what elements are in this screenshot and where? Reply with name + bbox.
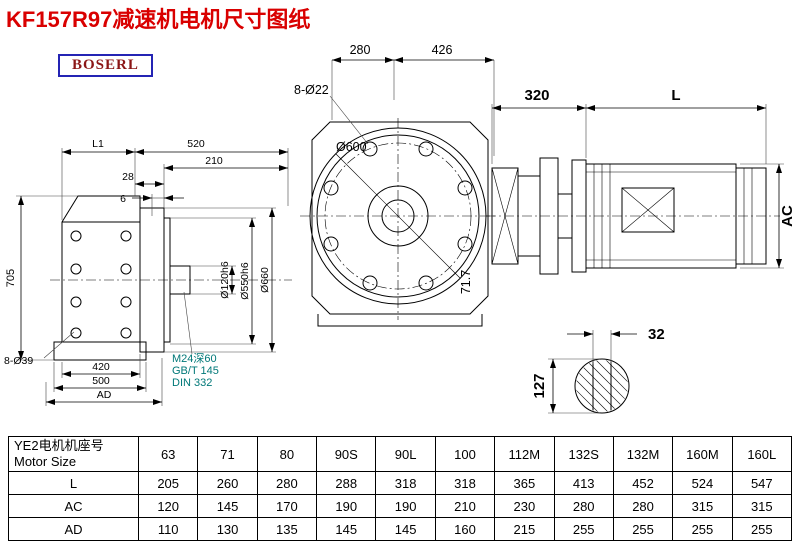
row-header-AD: AD [8,517,139,541]
dim-O120h6: Ø120h6 [219,261,231,299]
table-cell: 145 [197,494,258,518]
shaft-end-view: 32 127 [531,326,665,414]
table-cell: 215 [494,517,555,541]
table-cell: 315 [672,494,733,518]
col-header: 90L [375,436,436,472]
col-header: 100 [434,436,496,472]
table-cell: 130 [197,517,258,541]
brand-logo: BOSERL [58,54,153,77]
table-cell: 524 [672,471,733,495]
table-header-en: Motor Size [14,454,77,469]
table-cell: 255 [612,517,674,541]
dim-71-7: 71.7 [459,270,473,294]
table-row: AC 120 145 170 190 190 210 230 280 280 3… [8,494,793,518]
table-cell: 190 [375,494,436,518]
note-m24: M24深60 [172,352,217,365]
table-cell: 160 [434,517,496,541]
col-header: 80 [256,436,318,472]
table-cell: 190 [316,494,377,518]
table-cell: 280 [612,494,674,518]
table-cell: 365 [494,471,555,495]
table-cell: 452 [612,471,674,495]
note-gbt145: GB/T 145 [172,365,219,377]
table-cell: 255 [553,517,614,541]
col-header: 90S [316,436,377,472]
dim-320: 320 [524,87,549,104]
dim-520: 520 [187,138,205,150]
table-cell: 205 [137,471,199,495]
row-header-L: L [8,471,139,495]
dim-L1: L1 [92,138,104,150]
dim-210: 210 [205,155,223,167]
table-cell: 280 [553,494,614,518]
table-row: AD 110 130 135 145 145 160 215 255 255 2… [8,517,793,541]
col-header: 63 [137,436,199,472]
table-cell: 135 [256,517,318,541]
table-cell: 230 [494,494,555,518]
table-cell: 145 [375,517,436,541]
table-cell: 280 [256,471,318,495]
dim-AC: AC [779,205,796,227]
dim-420: 420 [92,361,110,373]
table-cell: 315 [731,494,793,518]
dim-500: 500 [92,375,110,387]
table-cell: 110 [137,517,199,541]
dim-705: 705 [5,269,17,287]
dim-280: 280 [350,43,371,57]
dim-32: 32 [648,326,665,343]
table-header-motor-size: YE2电机机座号 Motor Size [8,436,139,472]
dim-O660: Ø660 [259,267,271,293]
dim-8xO22: 8-Ø22 [294,83,329,97]
table-cell: 145 [316,517,377,541]
front-view: 280 426 8-Ø22 Ø600 71.7 [294,43,496,327]
table-cell: 547 [731,471,793,495]
table-cell: 260 [197,471,258,495]
table-cell: 318 [375,471,436,495]
table-row: L 205 260 280 288 318 318 365 413 452 52… [8,471,793,495]
col-header: 160L [731,436,793,472]
col-header: 160M [672,436,733,472]
row-header-AC: AC [8,494,139,518]
dim-L: L [671,87,680,104]
motor-size-table: YE2电机机座号 Motor Size 63 71 80 90S 90L 100… [8,436,793,541]
dim-AD: AD [97,389,112,401]
table-cell: 210 [434,494,496,518]
dim-28: 28 [122,171,134,183]
table-header-cn: YE2电机机座号 [14,438,104,453]
note-din332: DIN 332 [172,377,212,389]
dim-O600: Ø600 [336,140,367,154]
table-cell: 170 [256,494,318,518]
table-cell: 413 [553,471,614,495]
table-cell: 255 [731,517,793,541]
col-header: 71 [197,436,258,472]
dim-8xO39: 8-Ø39 [4,355,33,367]
table-cell: 255 [672,517,733,541]
side-view: L1 520 210 28 6 705 420 500 AD 8-Ø39 [4,138,292,406]
dimension-drawing: 280 426 8-Ø22 Ø600 71.7 [4,43,796,414]
dim-O550h6: Ø550h6 [239,262,251,300]
dim-426: 426 [432,43,453,57]
col-header: 132M [612,436,674,472]
col-header: 112M [494,436,555,472]
table-cell: 288 [316,471,377,495]
dim-6: 6 [120,193,126,205]
motor-view: 320 L AC [486,87,796,275]
table-cell: 120 [137,494,199,518]
page-title: KF157R97减速机电机尺寸图纸 [6,7,311,32]
table-cell: 318 [434,471,496,495]
col-header: 132S [553,436,614,472]
dim-127: 127 [531,373,548,398]
